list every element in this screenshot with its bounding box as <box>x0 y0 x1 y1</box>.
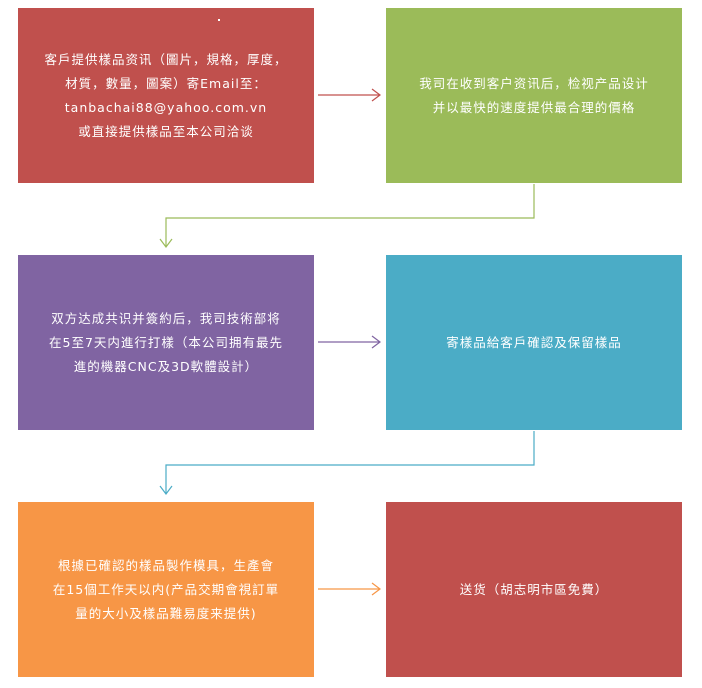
step-2-line-1: 我司在收到客户资讯后，检视产品设计 <box>419 75 649 91</box>
arrow-step3-to-step4 <box>318 335 381 349</box>
step-2-box: 我司在收到客户资讯后，检视产品设计 并以最快的速度提供最合理的價格 <box>386 8 682 183</box>
step-5-box: 根據已確認的樣品製作模具，生產會 在15個工作天以内(产品交期會視訂單 量的大小… <box>18 502 314 677</box>
step-4-box: 寄樣品給客戶確認及保留樣品 <box>386 255 682 430</box>
step-3-line-1: 双方达成共识并簽約后，我司技術部将 <box>51 310 281 326</box>
step-2-line-2: 并以最快的速度提供最合理的價格 <box>432 99 636 115</box>
decorative-dot <box>218 19 220 21</box>
step-6-line-1: 送货（胡志明市區免費） <box>459 581 609 597</box>
step-3-line-3: 進的機器CNC及3D軟體設計） <box>73 358 259 374</box>
step-1-line-1: 客戶提供樣品资讯（圖片，規格，厚度， <box>44 51 288 67</box>
arrow-step1-to-step2 <box>318 88 381 102</box>
step-1-email: tanbachai88@yahoo.com.vn <box>64 99 268 115</box>
arrow-step5-to-step6 <box>318 582 381 596</box>
step-3-box: 双方达成共识并簽約后，我司技術部将 在5至7天内進行打樣（本公司拥有最先 進的機… <box>18 255 314 430</box>
step-1-line-2: 材質，數量，圖案）寄Email至： <box>65 75 267 91</box>
arrow-step4-to-step5 <box>159 431 535 495</box>
step-4-line-1: 寄樣品給客戶確認及保留樣品 <box>446 334 622 350</box>
step-3-line-2: 在5至7天内進行打樣（本公司拥有最先 <box>49 334 283 350</box>
step-5-line-3: 量的大小及樣品難易度来提供) <box>75 605 257 621</box>
step-5-line-2: 在15個工作天以内(产品交期會視訂單 <box>52 581 280 597</box>
arrow-step2-to-step3 <box>159 184 535 248</box>
step-5-line-1: 根據已確認的樣品製作模具，生產會 <box>57 557 274 573</box>
step-1-line-4: 或直接提供樣品至本公司洽谈 <box>78 123 254 139</box>
step-1-box: 客戶提供樣品资讯（圖片，規格，厚度， 材質，數量，圖案）寄Email至： tan… <box>18 8 314 183</box>
step-6-box: 送货（胡志明市區免費） <box>386 502 682 677</box>
